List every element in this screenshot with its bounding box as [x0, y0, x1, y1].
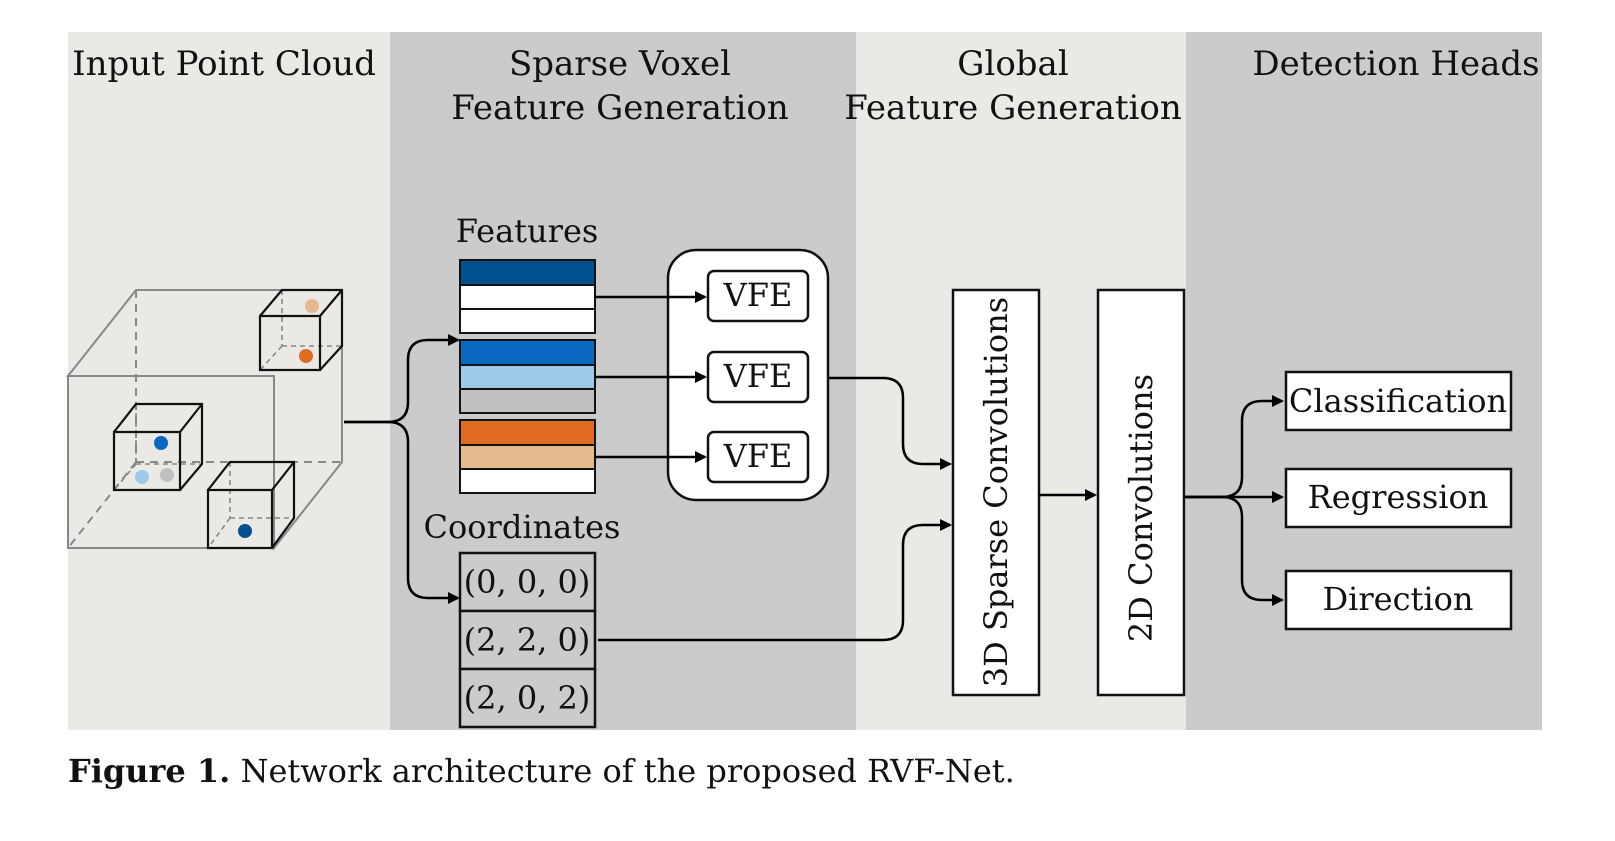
feature-stack-2: [459, 339, 596, 414]
coordinates-label: Coordinates: [424, 508, 621, 546]
head-classification-label: Classification: [1289, 382, 1507, 420]
title-detection-heads: Detection Heads: [1252, 44, 1539, 84]
split-arrows: [344, 334, 460, 604]
head-direction: Direction: [1284, 569, 1513, 631]
head-regression: Regression: [1284, 467, 1513, 529]
point-blue-mid: [154, 436, 168, 450]
voxel-cube-orange: [258, 288, 344, 372]
conv2d-label: 2D Convolutions: [1122, 374, 1160, 642]
sparse-conv-block: 3D Sparse Convolutions: [951, 288, 1041, 697]
to-heads-arrows: [1184, 395, 1284, 606]
title-sparse-voxel-line2: Feature Generation: [451, 88, 789, 128]
vfe-label-2: VFE: [723, 357, 793, 395]
sparse-conv-label: 3D Sparse Convolutions: [977, 297, 1015, 687]
title-global-line2: Feature Generation: [844, 88, 1182, 128]
coordinate-row-1: (0, 0, 0): [464, 563, 591, 601]
panel-input-point-cloud: [68, 32, 390, 730]
feature-stack-1: [459, 259, 596, 334]
vfe-label-1: VFE: [723, 276, 793, 314]
point-orange-light: [305, 299, 319, 313]
coordinate-row-3: (2, 0, 2): [464, 679, 591, 717]
title-global-line1: Global: [957, 44, 1068, 84]
feature-to-vfe-arrows: [595, 291, 707, 463]
point-gray: [160, 468, 174, 482]
title-sparse-voxel-line1: Sparse Voxel: [509, 44, 731, 84]
point-blue-dark: [238, 524, 252, 538]
point-blue-light: [135, 470, 149, 484]
vfe-block-2: VFE: [706, 350, 810, 404]
into-sparse-conv-arrows: [598, 376, 952, 642]
figure-caption: Figure 1. Network architecture of the pr…: [68, 752, 1568, 790]
coordinate-row-2: (2, 2, 0): [464, 621, 591, 659]
vfe-label-3: VFE: [723, 437, 793, 475]
head-regression-label: Regression: [1308, 478, 1489, 516]
features-label: Features: [456, 212, 599, 250]
feature-stack-3: [459, 419, 596, 494]
point-orange: [299, 349, 313, 363]
figure-caption-text: Network architecture of the proposed RVF…: [230, 752, 1015, 790]
vfe-block-1: VFE: [706, 269, 810, 323]
vfe-block-3: VFE: [706, 430, 810, 484]
title-input-point-cloud: Input Point Cloud: [72, 44, 376, 84]
coordinates-table: (0, 0, 0) (2, 2, 0) (2, 0, 2): [458, 551, 597, 729]
head-classification: Classification: [1284, 370, 1513, 432]
voxel-cube-blue: [112, 402, 204, 492]
conv2d-block: 2D Convolutions: [1096, 288, 1186, 697]
figure-caption-label: Figure 1.: [68, 752, 231, 790]
voxel-cube-dark-blue: [206, 460, 296, 550]
head-direction-label: Direction: [1322, 580, 1473, 618]
